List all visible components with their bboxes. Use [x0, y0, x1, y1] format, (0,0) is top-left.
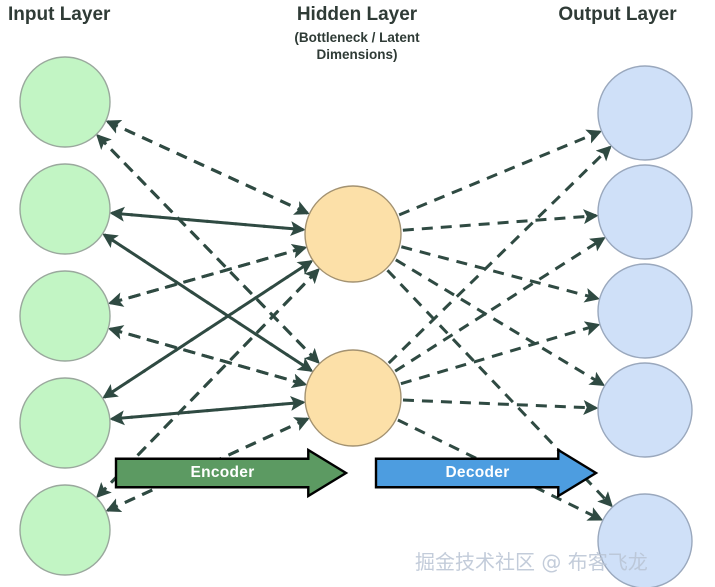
hidden-layer-subtitle-line2: Dimensions)	[316, 46, 398, 62]
input-node-2[interactable]	[19, 163, 111, 255]
input-node-5[interactable]	[19, 484, 111, 576]
hidden-layer-subtitle-line1: (Bottleneck / Latent	[294, 30, 420, 45]
input-node-3[interactable]	[19, 270, 111, 362]
output-node-1[interactable]	[597, 65, 693, 161]
edges-group	[96, 120, 613, 521]
edge-hidden-1-output-1	[398, 129, 602, 217]
input-node-1[interactable]	[19, 56, 111, 148]
input-node-4[interactable]	[19, 377, 111, 469]
edge-hidden-2-output-1	[387, 145, 612, 365]
watermark-text: 掘金技术社区 @ 布客飞龙	[415, 550, 648, 574]
encoder-flow-arrow	[114, 447, 349, 499]
edge-hidden-2-output-2	[394, 237, 606, 373]
edge-back-input-2-hidden-2	[102, 233, 313, 372]
edge-back-input-4-hidden-1	[102, 260, 313, 399]
edge-back-input-2-hidden-1	[109, 206, 304, 232]
decoder-flow-arrow	[374, 447, 599, 499]
edge-hidden-1-output-4	[395, 258, 606, 386]
output-node-3[interactable]	[597, 263, 693, 359]
output-node-4[interactable]	[597, 362, 693, 458]
edge-back-input-3-hidden-2	[107, 325, 306, 386]
flow-arrows-group	[114, 447, 599, 499]
edge-hidden-2-output-4	[402, 398, 599, 415]
output-node-2[interactable]	[597, 164, 693, 260]
edge-back-input-5-hidden-1	[96, 268, 320, 499]
hidden-layer-subtitle: (Bottleneck / Latent Dimensions)	[242, 30, 472, 64]
edge-back-input-1-hidden-1	[105, 120, 309, 215]
hidden-layer-title: Hidden Layer	[296, 4, 418, 25]
edge-back-input-4-hidden-2	[109, 400, 304, 426]
input-layer-title: Input Layer	[8, 4, 111, 25]
output-layer-title: Output Layer	[558, 4, 677, 25]
hidden-node-1[interactable]	[304, 185, 402, 283]
edge-hidden-1-output-2	[402, 209, 599, 232]
edge-hidden-1-output-3	[400, 245, 600, 303]
edge-hidden-2-output-3	[400, 321, 601, 386]
edge-back-input-3-hidden-1	[107, 246, 306, 307]
output-node-5[interactable]	[597, 493, 693, 587]
hidden-node-2[interactable]	[304, 349, 402, 447]
edge-back-input-1-hidden-2	[96, 133, 320, 364]
nodes-group	[19, 56, 693, 587]
